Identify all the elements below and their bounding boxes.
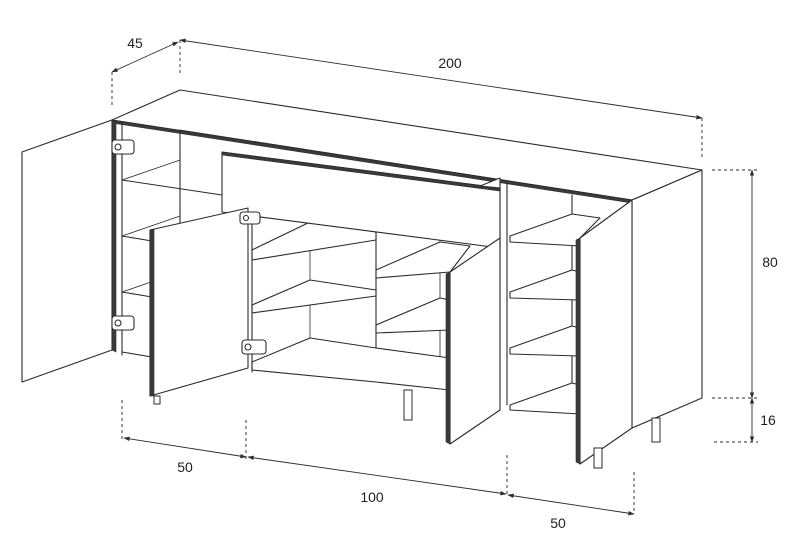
drawer-side (479, 177, 501, 189)
section-middle-label: 100 (360, 489, 384, 505)
dimension-section-right: 50 (507, 472, 635, 531)
door-far-right (575, 199, 633, 465)
height-body-label: 80 (762, 254, 778, 270)
hinge-icon (111, 139, 267, 355)
height-legs-label: 16 (760, 412, 776, 428)
dimension-width-total: 200 (179, 38, 703, 158)
dimension-section-middle: 100 (247, 455, 508, 505)
section-right-label: 50 (550, 515, 566, 531)
dimension-section-left: 50 (121, 400, 247, 475)
right-shelf-2 (509, 269, 581, 301)
depth-label: 45 (127, 35, 143, 51)
leg-front-right (593, 447, 603, 469)
dimension-depth: 45 (111, 35, 181, 108)
dimension-height-body: 80 (712, 169, 778, 399)
cabinet-right-side (631, 169, 703, 429)
width-total-label: 200 (438, 55, 462, 71)
door-middle-left (149, 207, 249, 397)
middle-compartment (251, 181, 508, 406)
right-bottom (509, 382, 581, 415)
leg-front-left (153, 395, 161, 405)
drawer-top-edge (221, 151, 501, 192)
mid-shelf-2 (251, 279, 377, 314)
legs (153, 389, 661, 469)
right-shelf-3 (509, 325, 581, 357)
interior-back-line (179, 129, 633, 201)
dimension-height-legs: 16 (714, 397, 776, 443)
mid-shelf-3 (375, 241, 471, 279)
door-far-left (21, 119, 117, 383)
leg-back-right (651, 417, 661, 443)
door-middle-right (445, 237, 501, 445)
mid-shelf-4 (375, 297, 451, 334)
section-left-label: 50 (177, 459, 193, 475)
leg-back-middle (403, 389, 413, 421)
mid-bottom (251, 337, 451, 391)
